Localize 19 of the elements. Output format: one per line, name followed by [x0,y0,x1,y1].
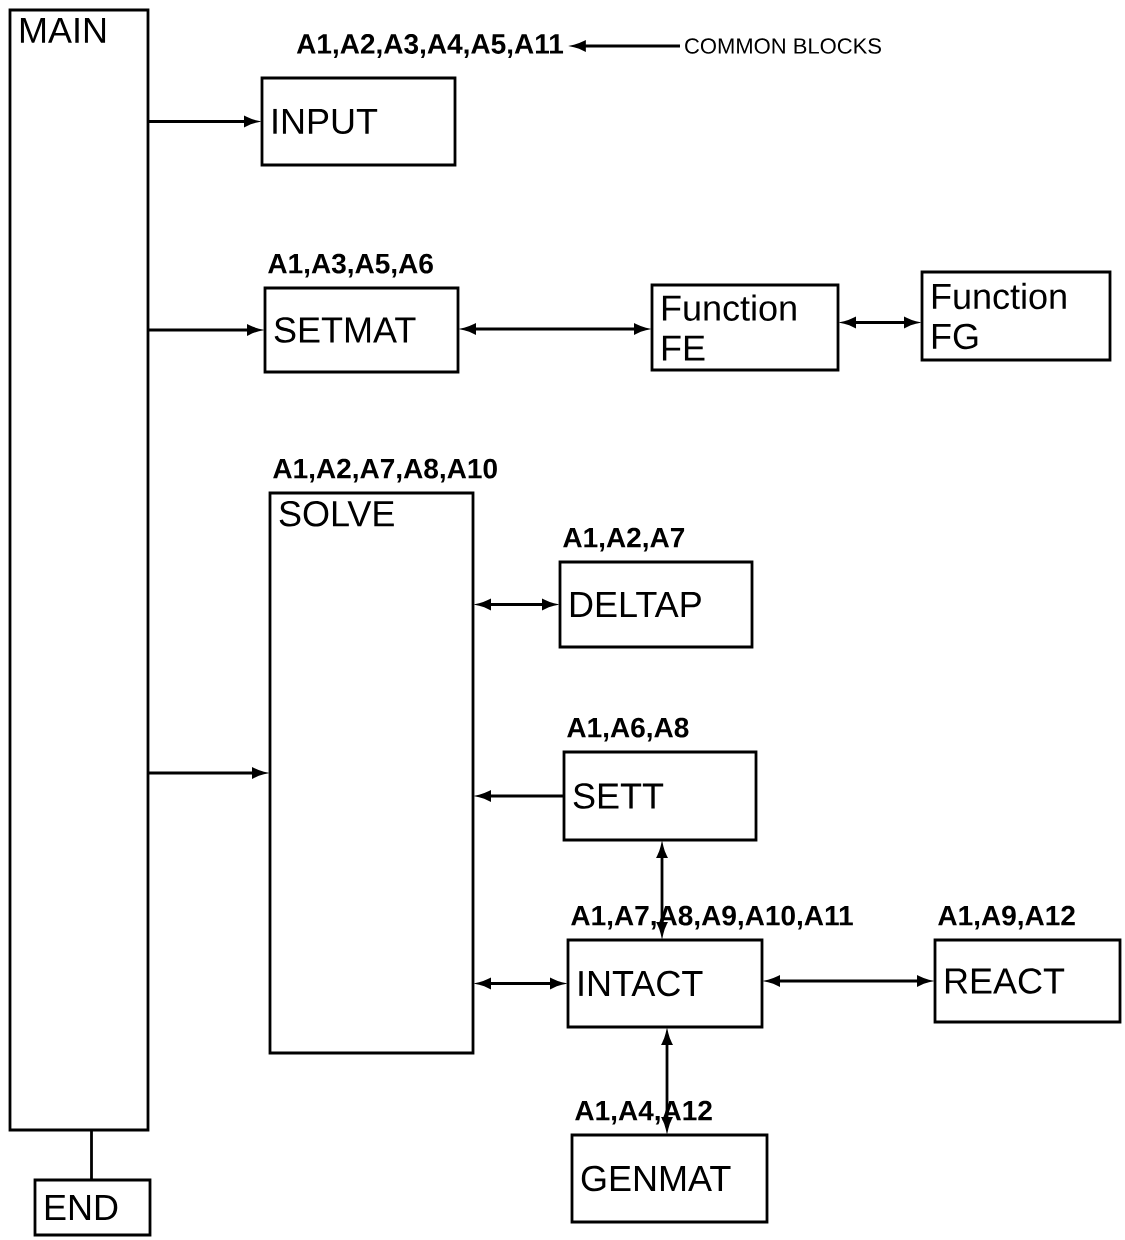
process-box: MAIN [8,8,150,1132]
process-box: SETT [562,750,758,842]
process-box: INPUT [260,76,457,167]
process-box: Function FE [650,283,840,372]
process-box: END [33,1178,152,1237]
common-block-label: A1,A2,A7,A8,A10 [273,458,497,483]
common-block-label: A1,A6,A8 [567,717,689,742]
common-block-label: A1,A3,A5,A6 [268,253,433,278]
process-box: REACT [933,938,1122,1024]
process-box: SETMAT [263,286,460,374]
process-box: GENMAT [570,1133,769,1224]
process-box: Function FG [920,270,1112,362]
process-box: DELTAP [558,560,754,649]
common-block-label: A1,A2,A3,A4,A5,A11 [296,34,564,58]
annotation-text: COMMON BLOCKS [685,38,881,54]
process-box: SOLVE [268,491,475,1055]
common-block-label: A1,A9,A12 [938,905,1075,930]
process-box: INTACT [566,938,764,1029]
common-block-label: A1,A2,A7 [563,527,685,552]
